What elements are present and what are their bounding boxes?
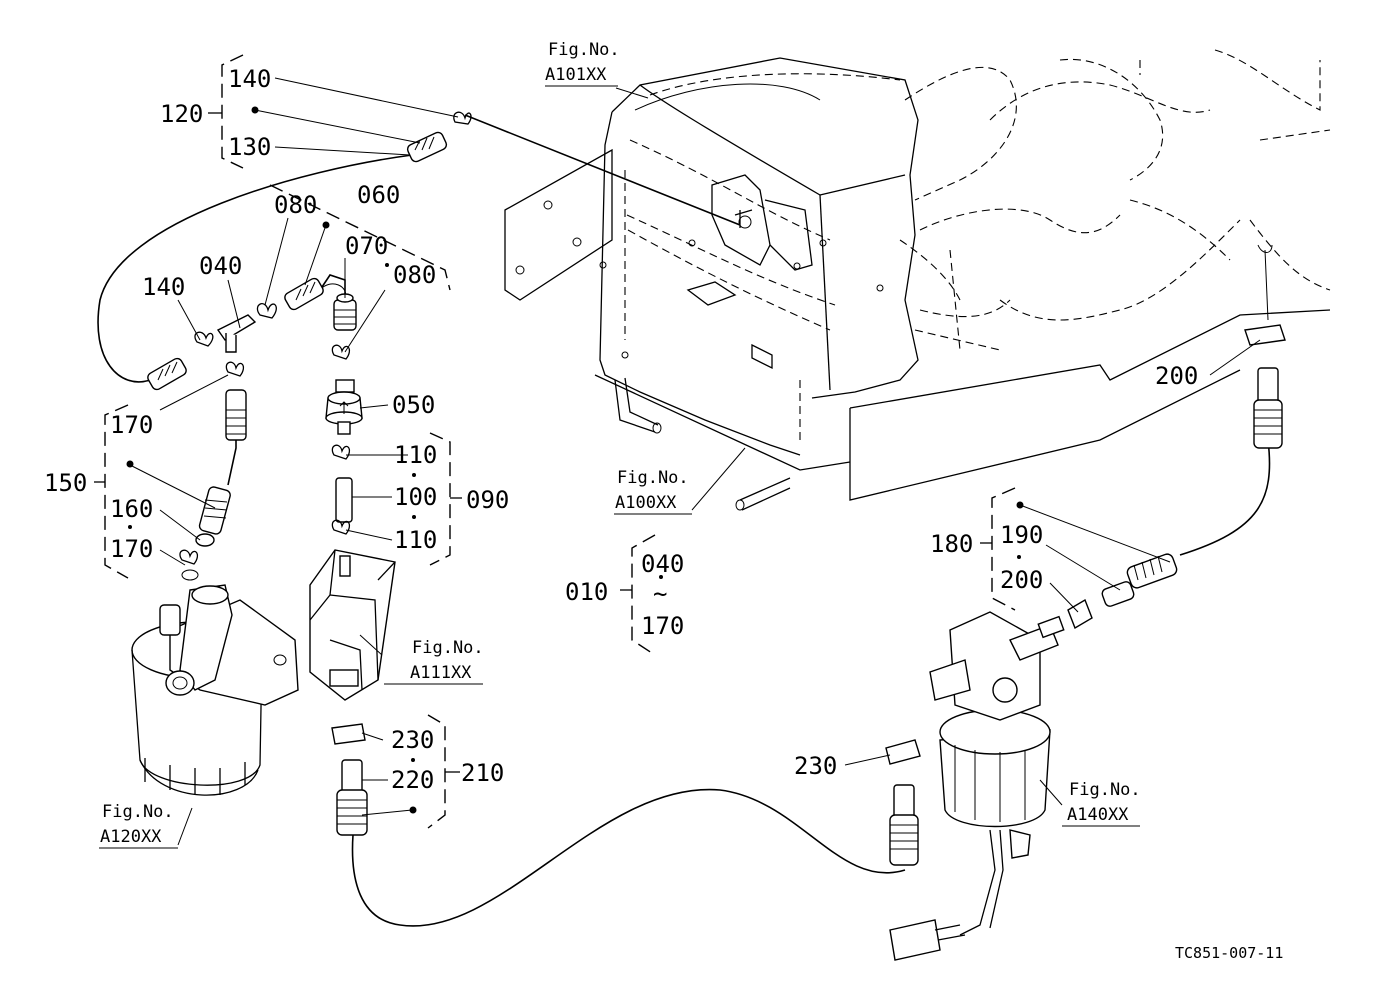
fig-ref-a100-label: Fig.No. <box>617 468 689 488</box>
fuel-pump <box>309 549 396 701</box>
fuel-filter-left <box>131 584 299 796</box>
group-dots <box>126 106 1024 814</box>
callout-170-lower: 170 <box>110 535 153 563</box>
dot-060 <box>322 221 330 229</box>
callout-070: 070 <box>345 232 388 260</box>
dot-110-100 <box>412 473 416 477</box>
callout-150: 150 <box>44 469 87 497</box>
callout-010-range-start: 040 <box>641 550 684 578</box>
callout-010-range-end: 170 <box>641 612 684 640</box>
callout-220: 220 <box>391 766 434 794</box>
callout-040: 040 <box>199 252 242 280</box>
fig-ref-a120-label: Fig.No. <box>102 802 174 822</box>
dot-190-200 <box>1017 555 1021 559</box>
fuel-tank-illustration <box>504 49 1331 511</box>
callout-010-range-separator: ~ <box>653 580 667 608</box>
callout-140-left: 140 <box>142 273 185 301</box>
leader-lines <box>129 77 1261 846</box>
fig-ref-a140-code: A140XX <box>1067 805 1129 825</box>
dot-210 <box>409 806 417 814</box>
callout-130: 130 <box>228 133 271 161</box>
callout-230-right: 230 <box>794 752 837 780</box>
callout-200-upper: 200 <box>1155 362 1198 390</box>
callout-140-top: 140 <box>228 65 271 93</box>
fuel-hoses <box>97 114 1273 927</box>
fig-ref-a120-code: A120XX <box>100 827 162 847</box>
dot-230-220 <box>411 758 415 762</box>
dot-160-170 <box>128 525 132 529</box>
dot-120 <box>251 106 259 114</box>
callout-120: 120 <box>160 100 203 128</box>
figure-code: TC851-007-11 <box>1175 944 1283 962</box>
callout-numbers: 140 120 130 080 060 070 080 040 140 170 … <box>44 65 1198 794</box>
dot-180 <box>1016 501 1024 509</box>
callout-090: 090 <box>466 486 509 514</box>
callout-210: 210 <box>461 759 504 787</box>
callout-110-upper: 110 <box>394 441 437 469</box>
callout-190: 190 <box>1000 521 1043 549</box>
dot-070-080 <box>385 263 389 267</box>
dot-150 <box>126 460 134 468</box>
callout-050: 050 <box>392 391 435 419</box>
callout-060: 060 <box>357 181 400 209</box>
callout-080-upper: 080 <box>274 191 317 219</box>
callout-160: 160 <box>110 495 153 523</box>
fig-ref-a111-label: Fig.No. <box>412 638 484 658</box>
callout-100: 100 <box>394 483 437 511</box>
fig-ref-a100-code: A100XX <box>615 493 677 513</box>
callout-200-lower: 200 <box>1000 566 1043 594</box>
dot-040-range <box>659 575 663 579</box>
callout-080-right: 080 <box>393 261 436 289</box>
fig-ref-a101-code: A101XX <box>545 65 607 85</box>
fig-ref-a140-label: Fig.No. <box>1069 780 1141 800</box>
small-components <box>147 111 1286 866</box>
fuel-filter-right <box>889 611 1059 961</box>
dot-100-110 <box>412 515 416 519</box>
callout-170-upper: 170 <box>110 411 153 439</box>
callout-110-lower: 110 <box>394 526 437 554</box>
group-brackets <box>94 54 1016 829</box>
fig-ref-a101-label: Fig.No. <box>548 40 620 60</box>
figure-references: Fig.No. A101XX Fig.No. A100XX Fig.No. A1… <box>99 40 1141 849</box>
callout-010: 010 <box>565 578 608 606</box>
callout-180: 180 <box>930 530 973 558</box>
callout-230-left: 230 <box>391 726 434 754</box>
fig-ref-a111-code: A111XX <box>410 663 472 683</box>
